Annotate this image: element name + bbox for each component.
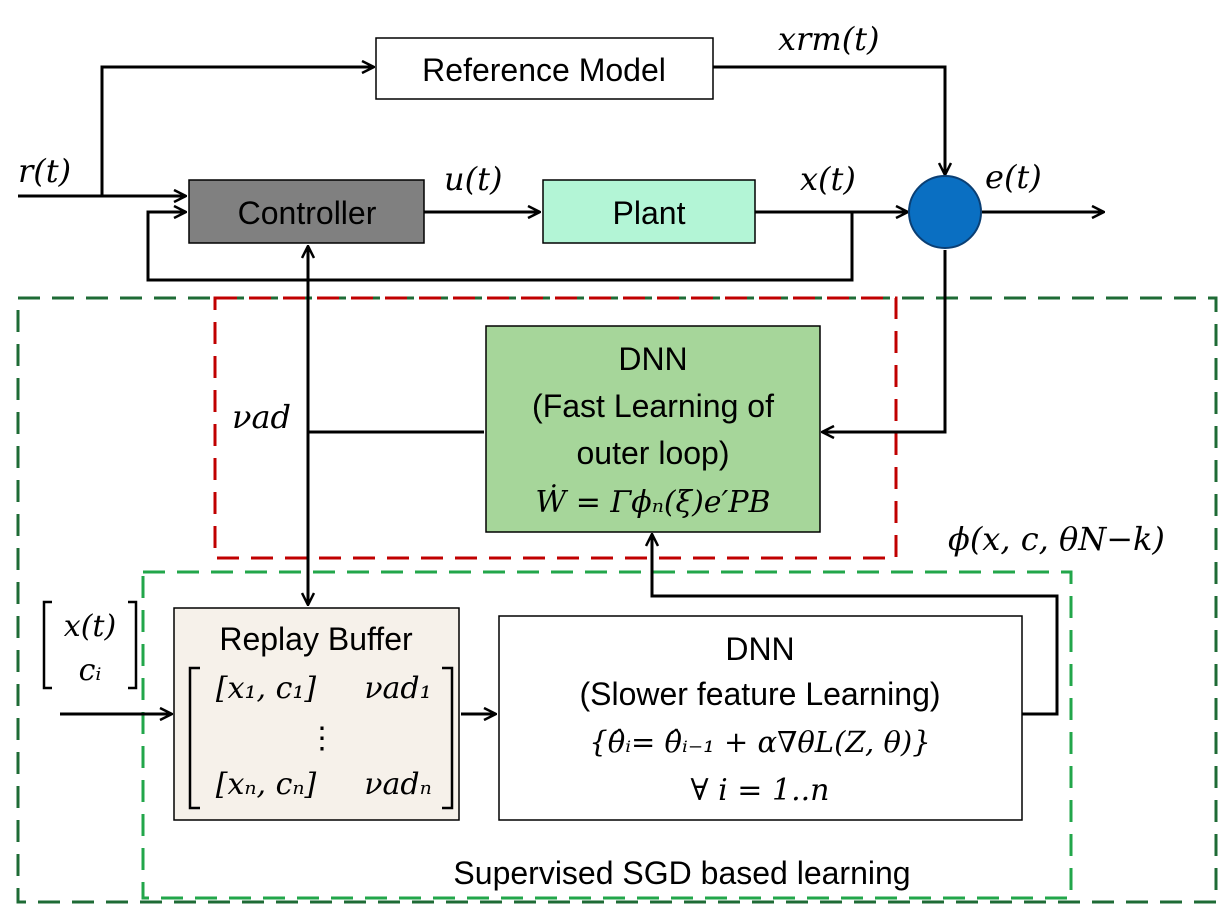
supervised-region-label: Supervised SGD based learning <box>453 855 910 891</box>
reference-model-block[interactable]: Reference Model <box>375 37 714 100</box>
input-vector-left-bracket <box>42 600 52 690</box>
signal-wires <box>18 67 1104 714</box>
fast-learning-region <box>213 296 898 560</box>
u-signal-label: u(t) <box>444 160 502 198</box>
xrm-signal-label: xrm(t) <box>778 20 880 58</box>
dnn-fast-equation: Ẇ = Γϕₙ(ξ)e′PB <box>535 484 770 520</box>
controller-label: Controller <box>238 195 377 231</box>
dnn-slow-block[interactable]: DNN (Slower feature Learning) {θ̂ᵢ= θ̂ᵢ₋… <box>498 615 1023 821</box>
replay-buffer-title: Replay Buffer <box>219 621 413 657</box>
supervised-learning-region <box>141 570 1073 900</box>
matrix-right-bracket <box>442 666 454 810</box>
e-signal-label: e(t) <box>985 158 1042 196</box>
plant-block[interactable]: Plant <box>542 179 756 244</box>
feedback-wire <box>146 212 854 282</box>
buffer-rown-right: νadₙ <box>364 767 432 802</box>
matrix-left-bracket <box>188 666 200 810</box>
dnn-fast-title: DNN <box>618 341 687 377</box>
input-vector-top: x(t) <box>64 609 116 644</box>
input-vector-right-bracket <box>128 600 138 690</box>
dnn-fast-line1: (Fast Learning of <box>532 388 774 424</box>
reference-model-label: Reference Model <box>422 52 666 88</box>
replay-buffer-block[interactable]: Replay Buffer [x₁, c₁] νad₁ ⋮ [xₙ, cₙ] ν… <box>173 607 460 821</box>
buffer-rown-left: [xₙ, cₙ] <box>216 767 317 802</box>
r-signal-label: r(t) <box>18 152 71 190</box>
phi-label: ϕ(x, c, θN−k) <box>948 520 1165 558</box>
buffer-row1-right: νad₁ <box>364 671 431 706</box>
controller-block[interactable]: Controller <box>188 179 425 244</box>
dnn-slow-line1: (Slower feature Learning) <box>579 676 940 712</box>
dnn-slow-equation: {θ̂ᵢ= θ̂ᵢ₋₁ + α∇θL(Z, θ)} <box>589 725 930 759</box>
summing-junction[interactable] <box>908 175 982 249</box>
e-to-dnn-wire <box>822 250 947 432</box>
dnn-slow-title: DNN <box>725 631 794 667</box>
dnn-fast-line2: outer loop) <box>577 435 730 471</box>
input-vector: x(t) cᵢ <box>42 600 138 690</box>
input-vector-bottom: cᵢ <box>79 653 102 688</box>
phi-feedback-wire <box>652 534 1059 716</box>
nu-ad-label: νad <box>232 398 291 436</box>
buffer-dots: ⋮ <box>307 721 337 756</box>
x-signal-label: x(t) <box>800 160 856 198</box>
outer-learning-region <box>16 296 1218 904</box>
xrm-wire <box>713 65 945 175</box>
dnn-fast-block[interactable]: DNN (Fast Learning of outer loop) Ẇ = Γϕ… <box>485 325 821 533</box>
plant-label: Plant <box>613 195 686 231</box>
r-to-reference-wire <box>100 67 374 196</box>
buffer-row1-left: [x₁, c₁] <box>216 671 317 706</box>
dnn-slow-forall: ∀ i = 1..n <box>691 773 830 808</box>
